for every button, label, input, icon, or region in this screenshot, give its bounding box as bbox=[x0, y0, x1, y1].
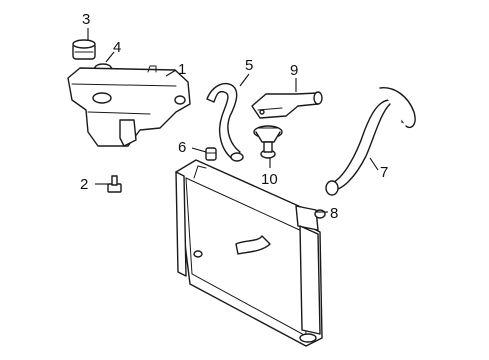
hose-clamp-part-6 bbox=[205, 147, 217, 161]
inlet-hose-part-5 bbox=[206, 82, 244, 162]
thermostat-part-10 bbox=[253, 125, 283, 159]
leader-5 bbox=[239, 73, 250, 87]
callout-5: 5 bbox=[245, 57, 253, 74]
callout-6: 6 bbox=[178, 139, 186, 156]
reservoir-cap-part-3 bbox=[72, 39, 96, 60]
coolant-reservoir-part-1 bbox=[67, 65, 191, 147]
callout-9: 9 bbox=[290, 62, 298, 79]
leader-7 bbox=[369, 157, 379, 171]
leader-1 bbox=[165, 69, 177, 77]
upper-radiator-hose-part-7 bbox=[325, 87, 416, 196]
leader-lines bbox=[87, 28, 379, 213]
bolt-part-2 bbox=[107, 175, 122, 193]
callout-1: 1 bbox=[178, 61, 186, 78]
thermostat-housing-part-9 bbox=[251, 91, 323, 119]
callout-7: 7 bbox=[380, 164, 388, 181]
callout-labels: 1 2 3 4 5 6 7 8 9 10 bbox=[80, 11, 388, 222]
callout-2: 2 bbox=[80, 176, 88, 193]
callout-3: 3 bbox=[82, 11, 90, 28]
callout-10: 10 bbox=[261, 171, 278, 188]
callout-8: 8 bbox=[330, 205, 338, 222]
leader-6 bbox=[191, 147, 207, 153]
radiator-part-8 bbox=[175, 159, 326, 347]
leader-4 bbox=[105, 51, 115, 63]
callout-4: 4 bbox=[113, 39, 121, 56]
